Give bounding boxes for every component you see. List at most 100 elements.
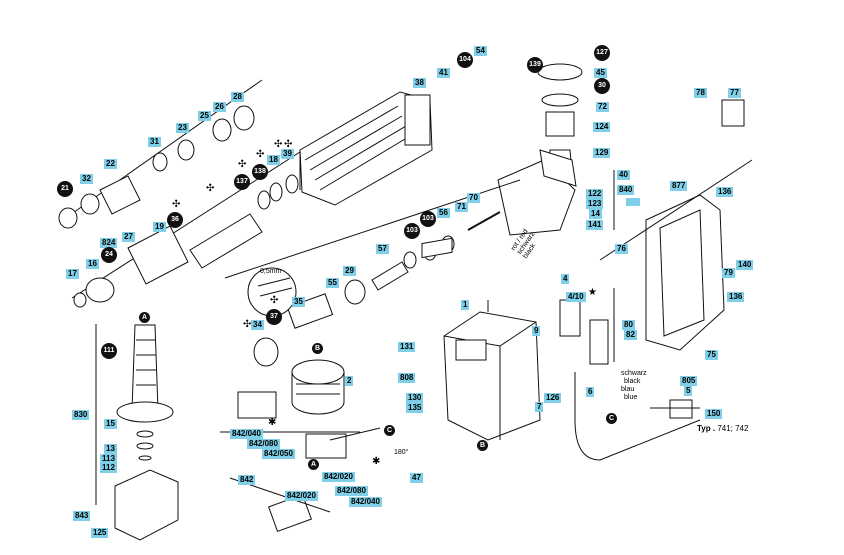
part-number: 17	[66, 269, 79, 279]
part-number: 5	[684, 386, 693, 396]
part-number: 70	[467, 193, 480, 203]
part-number: 130	[406, 393, 424, 403]
callout-circle: 111	[101, 343, 117, 359]
star-symbol: ★	[588, 287, 597, 298]
callout-circle: 138	[252, 164, 268, 180]
handle-877	[645, 194, 725, 351]
color-swatch	[626, 198, 640, 206]
part-number: 1	[461, 300, 470, 310]
connection-marker-c: C	[606, 413, 617, 424]
gap-dimension: 0,5mm	[260, 268, 282, 275]
cross-symbol: ✣	[243, 319, 252, 330]
cross-symbol: ✣	[274, 139, 283, 150]
part-number: 4/10	[566, 292, 586, 302]
callout-circle: 104	[457, 52, 473, 68]
part-number: 808	[398, 373, 416, 383]
part-number: 82	[624, 330, 637, 340]
part-number: 77	[728, 88, 741, 98]
part-number: 150	[705, 409, 723, 419]
part-number: 40	[617, 170, 630, 180]
part-number: 141	[586, 220, 604, 230]
part-number: 27	[122, 232, 135, 242]
part-number: 38	[413, 78, 426, 88]
part-number: 23	[176, 123, 189, 133]
part-number: 113	[100, 454, 117, 464]
part-number: 126	[544, 393, 562, 403]
part-number: 842/080	[335, 486, 368, 496]
part-number: 72	[596, 102, 609, 112]
asterisk-symbol: ✱	[268, 417, 277, 428]
part-number: 80	[622, 320, 635, 330]
callout-circle: 21	[57, 181, 73, 197]
connection-marker-c: C	[384, 425, 395, 436]
part-number: 16	[86, 259, 99, 269]
part-number: 28	[231, 92, 244, 102]
part-number: 22	[104, 159, 117, 169]
wire-color-note: black	[624, 378, 641, 385]
part-number: 39	[281, 149, 294, 159]
part-number: 15	[104, 419, 117, 429]
part-number: 4	[561, 274, 570, 284]
part-number: 842/020	[322, 472, 355, 482]
cross-symbol: ✣	[206, 183, 215, 194]
part-number: 54	[474, 46, 487, 56]
part-number: 29	[343, 266, 356, 276]
part-number: 112	[100, 463, 117, 473]
part-number: 18	[267, 155, 280, 165]
wire-color-note: blau	[621, 386, 635, 393]
wire-color-note: schwarz	[621, 370, 647, 377]
part-number: 842/080	[247, 439, 280, 449]
part-number: 124	[593, 122, 611, 132]
part-number: 842/020	[285, 491, 318, 501]
part-number: 45	[594, 68, 607, 78]
part-number: 824	[100, 238, 118, 248]
part-number: 140	[736, 260, 754, 270]
part-number: 26	[213, 102, 226, 112]
wire-color-note: blue	[624, 394, 638, 401]
cross-symbol: ✣	[256, 149, 265, 160]
housing-38	[299, 91, 433, 206]
callout-circle: 24	[101, 247, 117, 263]
part-number: 840	[617, 185, 635, 195]
connection-marker-a: A	[308, 459, 319, 470]
part-number: 122	[586, 189, 604, 199]
model-type-note: Typ . 741; 742	[697, 424, 749, 433]
connection-marker-b: B	[312, 343, 323, 354]
part-number: 57	[376, 244, 389, 254]
callout-circle: 137	[234, 174, 250, 190]
cross-symbol: ✣	[172, 199, 181, 210]
part-number: 842/040	[230, 429, 263, 439]
cross-symbol: ✣	[238, 159, 247, 170]
part-number: 78	[694, 88, 707, 98]
part-number: 842	[238, 475, 256, 485]
part-number: 56	[437, 208, 450, 218]
callout-circle: 139	[527, 57, 543, 73]
part-number: 125	[91, 528, 109, 538]
callout-circle: 37	[266, 309, 282, 325]
part-number: 842/040	[349, 497, 382, 507]
part-number: 76	[615, 244, 628, 254]
connection-marker-a: A	[139, 312, 150, 323]
part-number: 129	[593, 148, 611, 158]
part-number: 805	[680, 376, 698, 386]
callout-circle: 103	[404, 223, 420, 239]
part-number: 136	[727, 292, 745, 302]
part-number: 79	[722, 268, 735, 278]
part-number: 14	[589, 209, 602, 219]
callout-circle: 103	[420, 211, 436, 227]
part-number: 19	[153, 222, 166, 232]
asterisk-symbol: ✱	[372, 456, 381, 467]
part-number: 25	[198, 111, 211, 121]
angle-note: 180°	[394, 449, 409, 456]
part-number: 6	[586, 387, 595, 397]
part-number: 136	[716, 187, 734, 197]
part-number: 830	[72, 410, 90, 420]
part-number: 41	[437, 68, 450, 78]
part-number: 9	[532, 326, 541, 336]
callout-circle: 127	[594, 45, 610, 61]
part-number: 71	[455, 202, 468, 212]
part-number: 877	[670, 181, 688, 191]
cross-symbol: ✣	[270, 295, 279, 306]
